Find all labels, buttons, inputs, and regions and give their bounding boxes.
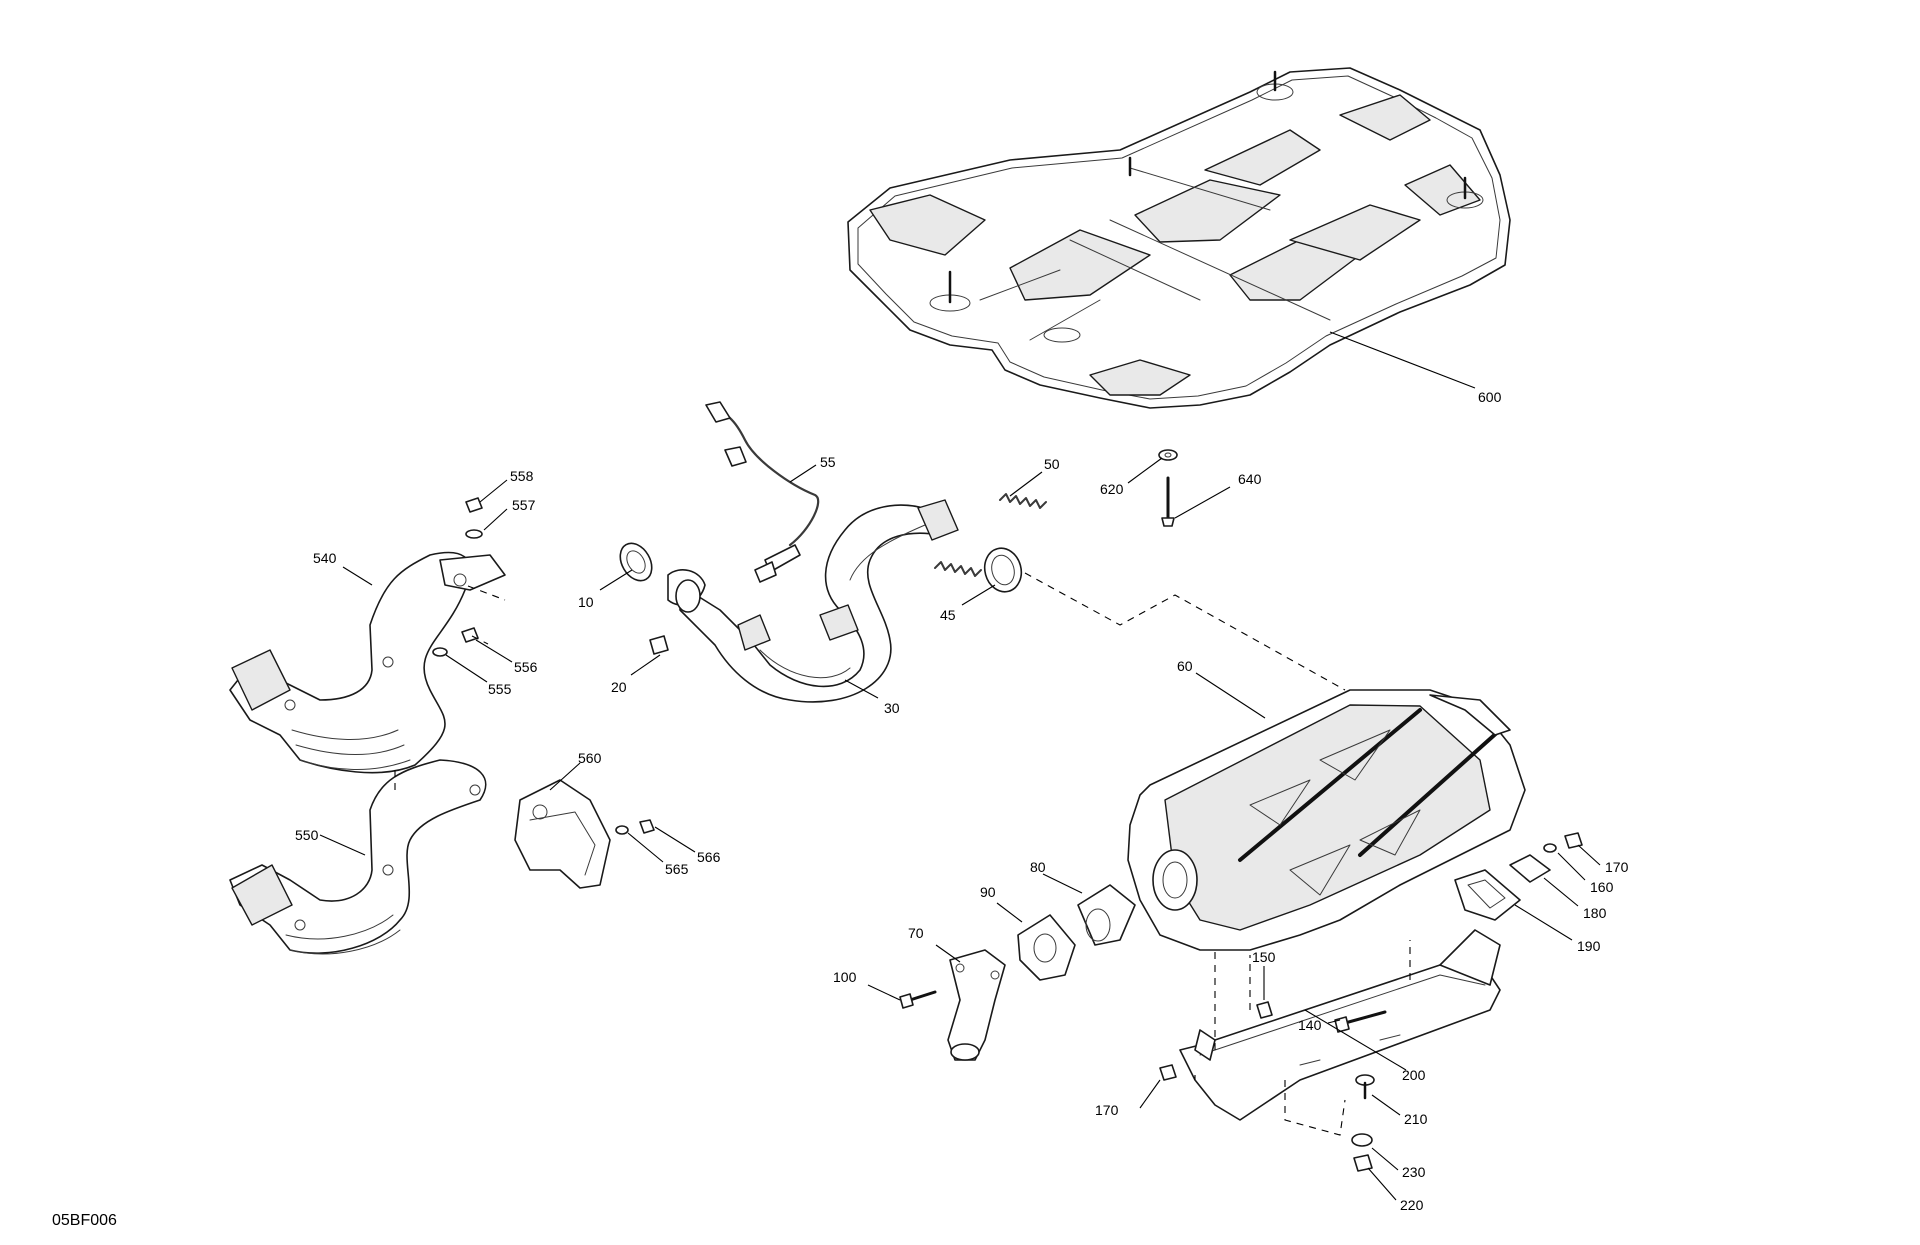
callout-558: 558 <box>510 468 534 484</box>
nut-part-170-upper <box>1564 832 1583 849</box>
nut-part-220 <box>1353 1154 1373 1172</box>
seal-ring-part-45 <box>983 547 1023 593</box>
callout-180: 180 <box>1583 905 1607 921</box>
muffler-part-60 <box>1127 689 1526 951</box>
callout-170-upper: 170 <box>1605 859 1629 875</box>
heat-shield-part-550 <box>229 759 487 955</box>
leader-lines <box>319 331 1601 1201</box>
washer-part-557 <box>465 529 483 539</box>
callout-200: 200 <box>1402 1067 1426 1083</box>
screw-part-100 <box>899 990 937 1009</box>
callout-50: 50 <box>1044 456 1060 472</box>
gasket-part-90 <box>1017 914 1076 981</box>
callout-20: 20 <box>611 679 627 695</box>
bracket-part-200 <box>1179 929 1501 1121</box>
callout-600: 600 <box>1478 389 1502 405</box>
callout-550: 550 <box>295 827 319 843</box>
callout-140: 140 <box>1298 1017 1322 1033</box>
washer-part-620 <box>1158 449 1178 461</box>
rivet-part-210 <box>1355 1074 1375 1100</box>
callout-565: 565 <box>665 861 689 877</box>
washer-part-565 <box>615 825 629 835</box>
callout-210: 210 <box>1404 1111 1428 1127</box>
stud-part-20 <box>649 635 669 655</box>
sleeve-part-80 <box>1077 884 1136 946</box>
callout-30: 30 <box>884 700 900 716</box>
callout-557: 557 <box>512 497 536 513</box>
callout-560: 560 <box>578 750 602 766</box>
callout-230: 230 <box>1402 1164 1426 1180</box>
oxygen-sensor-part-55 <box>705 401 820 583</box>
screw-part-556 <box>461 627 479 643</box>
screw-part-640 <box>1161 476 1175 527</box>
callout-90: 90 <box>980 884 996 900</box>
screw-part-558 <box>465 497 483 513</box>
callout-220: 220 <box>1400 1197 1424 1213</box>
callout-55: 55 <box>820 454 836 470</box>
exhaust-pipe-part-30 <box>667 499 959 703</box>
heat-shield-part-540 <box>229 551 506 774</box>
spacer-part-180 <box>1509 854 1551 883</box>
callout-556: 556 <box>514 659 538 675</box>
grommet-part-190 <box>1454 869 1521 921</box>
assembly-dashed-lines <box>394 572 1411 1136</box>
callout-555: 555 <box>488 681 512 697</box>
nut-part-170-lower <box>1159 1064 1177 1081</box>
callout-540: 540 <box>313 550 337 566</box>
callout-170-lower: 170 <box>1095 1102 1119 1118</box>
callout-labels: 10 20 30 45 50 55 60 70 80 90 100 140 15… <box>295 389 1629 1213</box>
skid-plate-part-600 <box>847 67 1511 409</box>
callout-566: 566 <box>697 849 721 865</box>
drawing-reference-code: 05BF006 <box>52 1212 117 1229</box>
washer-part-555 <box>432 647 448 657</box>
washer-part-160 <box>1543 843 1557 853</box>
spring-part-50 <box>934 493 1047 577</box>
callout-190: 190 <box>1577 938 1601 954</box>
screw-part-150 <box>1256 1001 1273 1019</box>
callout-60: 60 <box>1177 658 1193 674</box>
callout-150: 150 <box>1252 949 1276 965</box>
callout-160: 160 <box>1590 879 1614 895</box>
callout-70: 70 <box>908 925 924 941</box>
tail-pipe-part-70 <box>947 949 1006 1061</box>
washer-part-230 <box>1351 1133 1373 1147</box>
nut-part-566 <box>639 819 655 834</box>
callout-620: 620 <box>1100 481 1124 497</box>
callout-45: 45 <box>940 607 956 623</box>
callout-80: 80 <box>1030 859 1046 875</box>
callout-100: 100 <box>833 969 857 985</box>
callout-640: 640 <box>1238 471 1262 487</box>
callout-10: 10 <box>578 594 594 610</box>
gasket-part-10 <box>619 542 653 582</box>
bracket-part-560 <box>514 779 611 889</box>
